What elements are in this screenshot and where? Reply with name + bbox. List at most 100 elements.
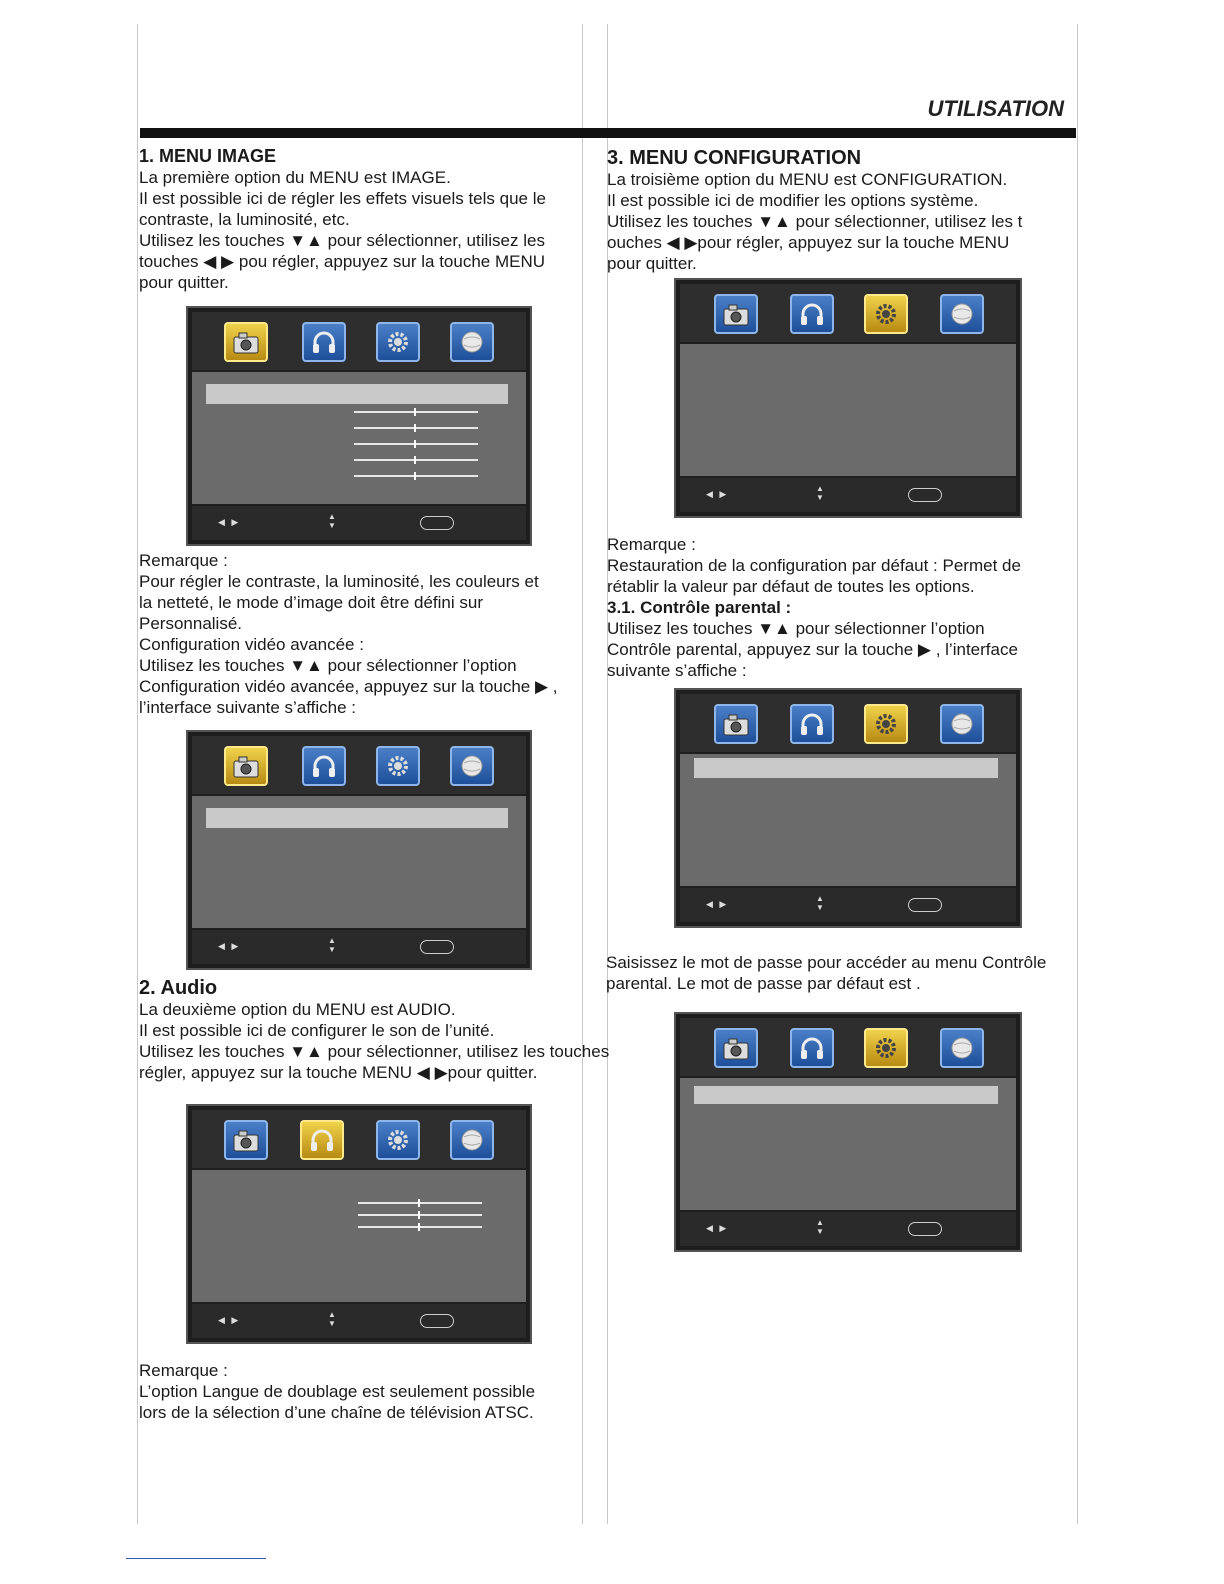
headphones-icon [302, 322, 346, 362]
menu-button-icon [420, 1314, 454, 1328]
osd-configuration-menu: ◀ ▶ ▲▼ [674, 278, 1022, 518]
menu-button-icon [420, 940, 454, 954]
left-right-arrows-icon: ◀ ▶ [218, 1315, 241, 1325]
text-line: ouches ◀ ▶pour régler, appuyez sur la to… [607, 233, 1010, 252]
camera-icon [224, 746, 268, 786]
text-line: Utilisez les touches ▼▲ pour sélectionne… [607, 619, 985, 638]
text-line: touches ◀ ▶ pou régler, appuyez sur la t… [139, 252, 546, 271]
text-line: L’option Langue de doublage est seulemen… [139, 1382, 536, 1401]
menu-button-icon [908, 1222, 942, 1236]
section-title: 3. MENU CONFIGURATION [607, 147, 862, 169]
menu-button-icon [908, 488, 942, 502]
osd-body [680, 754, 1016, 886]
osd-footer: ◀ ▶ ▲▼ [192, 1304, 526, 1338]
camera-icon [224, 1120, 268, 1160]
text-line: la netteté, le mode d’image doit être dé… [139, 593, 483, 612]
text-line: Il est possible ici de régler les effets… [139, 189, 546, 208]
left-right-arrows-icon: ◀ ▶ [706, 899, 729, 909]
globe-icon [940, 1028, 984, 1068]
text-line: contraste, la luminosité, etc. [139, 210, 350, 229]
camera-icon [224, 322, 268, 362]
globe-icon [940, 704, 984, 744]
text-line: Saisissez le mot de passe pour accéder a… [606, 953, 1047, 972]
text-line: La troisième option du MENU est CONFIGUR… [607, 170, 1008, 189]
osd-footer: ◀ ▶ ▲▼ [192, 506, 526, 540]
slider-bar [358, 1199, 482, 1207]
slider-bar [354, 456, 478, 464]
text-line: Pour régler le contraste, la luminosité,… [139, 572, 539, 591]
slider-bar [354, 424, 478, 432]
osd-icon-bar [192, 1110, 526, 1168]
text-line: Utilisez les touches ▼▲ pour sélectionne… [139, 656, 517, 675]
section-menu-image: 1. MENU IMAGE La première option du MENU… [139, 146, 584, 293]
slider-bar [354, 440, 478, 448]
gear-icon [376, 322, 420, 362]
headphones-icon [790, 1028, 834, 1068]
text-line: Il est possible ici de modifier les opti… [607, 191, 979, 210]
osd-footer: ◀ ▶ ▲▼ [680, 478, 1016, 512]
page-header-title: UTILISATION [927, 96, 1064, 121]
camera-icon [714, 704, 758, 744]
center-rule-left [582, 24, 583, 1524]
right-margin-rule [1077, 24, 1078, 1524]
text-line: pour quitter. [139, 273, 229, 292]
menu-button-icon [420, 516, 454, 530]
osd-audio-menu: ◀ ▶ ▲▼ [186, 1104, 532, 1344]
password-instructions: Saisissez le mot de passe pour accéder a… [606, 952, 1086, 994]
osd-advanced-video-menu: ◀ ▶ ▲▼ [186, 730, 532, 970]
left-right-arrows-icon: ◀ ▶ [218, 941, 241, 951]
text-line: rétablir la valeur par défaut de toutes … [607, 577, 975, 596]
text-line: Utilisez les touches ▼▲ pour sélectionne… [139, 1042, 610, 1061]
left-right-arrows-icon: ◀ ▶ [218, 517, 241, 527]
footnote-rule [126, 1558, 266, 1559]
selected-row-highlight [206, 384, 508, 404]
text-line: l’interface suivante s’affiche : [139, 698, 357, 717]
text-line: Personnalisé. [139, 614, 243, 633]
osd-image-menu: ◀ ▶ ▲▼ [186, 306, 532, 546]
gear-icon [376, 746, 420, 786]
section-title: 1. MENU IMAGE [139, 146, 277, 166]
globe-icon [450, 746, 494, 786]
osd-body [192, 372, 526, 504]
text-line: Configuration vidéo avancée, appuyez sur… [139, 677, 558, 696]
headphones-icon [790, 704, 834, 744]
section-title: 3.1. Contrôle parental : [607, 598, 792, 617]
camera-icon [714, 294, 758, 334]
section-audio: 2. Audio La deuxième option du MENU est … [139, 978, 659, 1083]
up-down-arrows-icon: ▲▼ [328, 512, 336, 530]
osd-footer: ◀ ▶ ▲▼ [680, 888, 1016, 922]
osd-body [192, 796, 526, 928]
slider-bar [358, 1223, 482, 1231]
gear-icon [376, 1120, 420, 1160]
note-image: Remarque : Pour régler le contraste, la … [139, 550, 594, 718]
menu-button-icon [908, 898, 942, 912]
slider-bar [358, 1211, 482, 1219]
up-down-arrows-icon: ▲▼ [328, 1310, 336, 1328]
note-configuration: Remarque : Restauration de la configurat… [607, 534, 1067, 681]
text-line: Utilisez les touches ▼▲ pour sélectionne… [139, 231, 545, 250]
osd-icon-bar [680, 1018, 1016, 1076]
text-line: La deuxième option du MENU est AUDIO. [139, 1000, 456, 1019]
text-line: Configuration vidéo avancée : [139, 635, 364, 654]
osd-parental-menu: ◀ ▶ ▲▼ [674, 688, 1022, 928]
osd-icon-bar [680, 694, 1016, 752]
left-right-arrows-icon: ◀ ▶ [706, 489, 729, 499]
text-line: régler, appuyez sur la touche MENU ◀ ▶po… [139, 1063, 538, 1082]
osd-body [680, 1078, 1016, 1210]
globe-icon [450, 1120, 494, 1160]
gear-icon [864, 704, 908, 744]
osd-body [192, 1170, 526, 1302]
left-margin-rule [137, 24, 138, 1524]
center-rule-right [607, 24, 608, 1524]
globe-icon [940, 294, 984, 334]
gear-icon [864, 294, 908, 334]
osd-icon-bar [680, 284, 1016, 342]
text-line: suivante s’affiche : [607, 661, 747, 680]
camera-icon [714, 1028, 758, 1068]
headphones-icon [302, 746, 346, 786]
text-line: parental. Le mot de passe par défaut est… [606, 974, 921, 993]
selected-row-highlight [206, 808, 508, 828]
selected-row-highlight [694, 1086, 998, 1104]
text-line: La première option du MENU est IMAGE. [139, 168, 451, 187]
text-line: Il est possible ici de configurer le son… [139, 1021, 495, 1040]
